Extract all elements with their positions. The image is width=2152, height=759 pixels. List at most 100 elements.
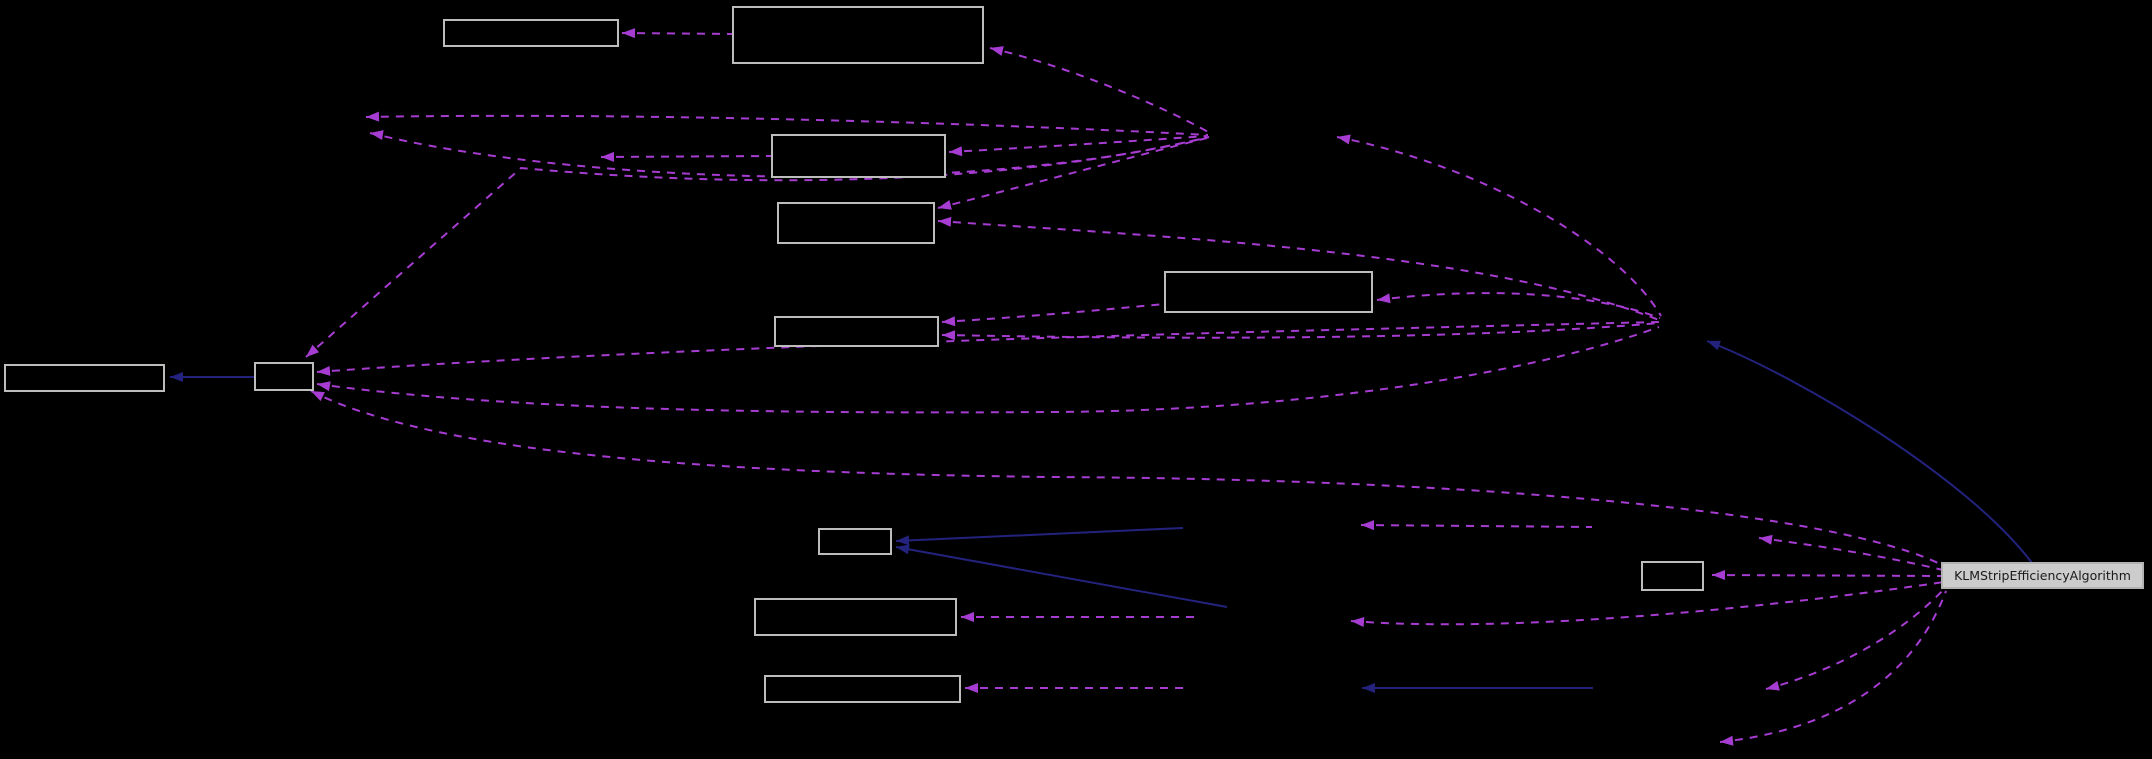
- node-box[interactable]: [1641, 561, 1704, 591]
- edge-d8: [937, 137, 1208, 210]
- arrowhead-icon: [961, 612, 974, 622]
- arrowhead-icon: [306, 344, 320, 357]
- edge-d14: [316, 321, 1660, 376]
- focus-node[interactable]: KLMStripEfficiencyAlgorithm: [1941, 562, 2144, 589]
- node-box[interactable]: [4, 364, 165, 392]
- arrowhead-icon: [938, 216, 952, 227]
- node-box[interactable]: [1164, 271, 1373, 313]
- edge-d21: [961, 612, 1197, 622]
- node-box[interactable]: [754, 598, 957, 636]
- focus-node-box[interactable]: [1941, 562, 2144, 589]
- edge-d15: [316, 326, 1660, 414]
- node-box[interactable]: [774, 316, 939, 347]
- node-box[interactable]: [777, 202, 935, 244]
- arrowhead-icon: [1337, 134, 1351, 145]
- edge-d17: [1711, 570, 1943, 580]
- edge-d11: [941, 322, 1660, 341]
- graph-node-n3[interactable]: [771, 134, 946, 178]
- node-box[interactable]: [771, 134, 946, 178]
- arrowhead-icon: [1362, 683, 1375, 693]
- edge-d22: [1765, 587, 1946, 691]
- focus-node-label: KLMStripEfficiencyAlgorithm: [1954, 568, 2131, 583]
- arrowhead-icon: [1712, 570, 1725, 580]
- arrowhead-icon: [1377, 293, 1391, 304]
- edge-d23: [965, 683, 1183, 693]
- arrowhead-icon: [317, 381, 331, 392]
- usage-edge: [941, 322, 1660, 339]
- arrowhead-icon: [949, 146, 963, 157]
- edge-b5: [1706, 340, 2033, 564]
- edge-d7: [948, 135, 1208, 157]
- usage-edge: [1719, 590, 1947, 743]
- arrowhead-icon: [317, 365, 331, 376]
- edge-d3: [365, 111, 1209, 136]
- arrowhead-icon: [942, 330, 956, 341]
- graph-node-n1[interactable]: [443, 19, 619, 47]
- usage-edge: [600, 155, 773, 158]
- arrowhead-icon: [1707, 340, 1721, 351]
- graph-node-n7[interactable]: [4, 364, 165, 392]
- edge-b2: [895, 527, 1184, 546]
- arrowhead-icon: [1351, 617, 1365, 627]
- graph-node-n10[interactable]: [754, 598, 957, 636]
- edge-d13: [1336, 134, 1662, 317]
- graph-node-n12[interactable]: [1641, 561, 1704, 591]
- arrowhead-icon: [311, 391, 325, 402]
- inheritance-edge: [895, 527, 1184, 542]
- inheritance-edge: [895, 546, 1228, 608]
- edge-b1: [170, 372, 255, 382]
- graph-node-n8[interactable]: [254, 362, 314, 391]
- arrowhead-icon: [170, 372, 183, 382]
- graph-node-n9[interactable]: [818, 528, 892, 555]
- edge-d24: [1719, 590, 1947, 746]
- edge-b4: [1362, 683, 1593, 693]
- graph-node-n2[interactable]: [732, 6, 984, 64]
- usage-edge: [937, 137, 1208, 209]
- graph-node-n5[interactable]: [1164, 271, 1373, 313]
- node-box[interactable]: [764, 675, 961, 703]
- usage-edge: [310, 390, 1945, 567]
- arrowhead-icon: [601, 151, 615, 162]
- node-box[interactable]: [254, 362, 314, 391]
- usage-edge: [305, 136, 1210, 358]
- edge-d20: [1350, 581, 1945, 627]
- usage-edge: [1758, 537, 1944, 571]
- edge-d5: [305, 136, 1210, 358]
- node-box[interactable]: [818, 528, 892, 555]
- arrowhead-icon: [370, 130, 384, 140]
- usage-edge: [937, 220, 1660, 321]
- arrowhead-icon: [896, 544, 910, 555]
- usage-edge: [1350, 581, 1945, 626]
- usage-edge: [365, 114, 1209, 136]
- node-box[interactable]: [732, 6, 984, 64]
- arrowhead-icon: [1361, 520, 1375, 531]
- edge-b3: [895, 544, 1228, 608]
- edge-d10: [941, 303, 1166, 327]
- edge-d2: [989, 46, 1211, 134]
- arrowhead-icon: [366, 111, 380, 122]
- graph-node-n11[interactable]: [764, 675, 961, 703]
- graph-node-n4[interactable]: [777, 202, 935, 244]
- usage-edge: [316, 326, 1660, 414]
- edge-d12: [1376, 292, 1661, 319]
- edge-d18: [1758, 534, 1944, 571]
- usage-edge: [316, 321, 1660, 373]
- arrowhead-icon: [990, 46, 1004, 56]
- inheritance-edge: [1706, 340, 2033, 564]
- edge-d6: [600, 151, 773, 162]
- arrowhead-icon: [965, 683, 978, 693]
- arrowhead-icon: [1759, 534, 1773, 545]
- edge-d1: [621, 28, 734, 39]
- arrowhead-icon: [1766, 680, 1780, 691]
- graph-node-n6[interactable]: [774, 316, 939, 347]
- usage-edge: [1765, 587, 1946, 690]
- node-box[interactable]: [443, 19, 619, 47]
- arrowhead-icon: [622, 28, 636, 39]
- edge-d9: [937, 216, 1660, 321]
- arrowhead-icon: [896, 535, 910, 546]
- usage-edge: [621, 32, 734, 35]
- usage-edge: [1336, 136, 1662, 317]
